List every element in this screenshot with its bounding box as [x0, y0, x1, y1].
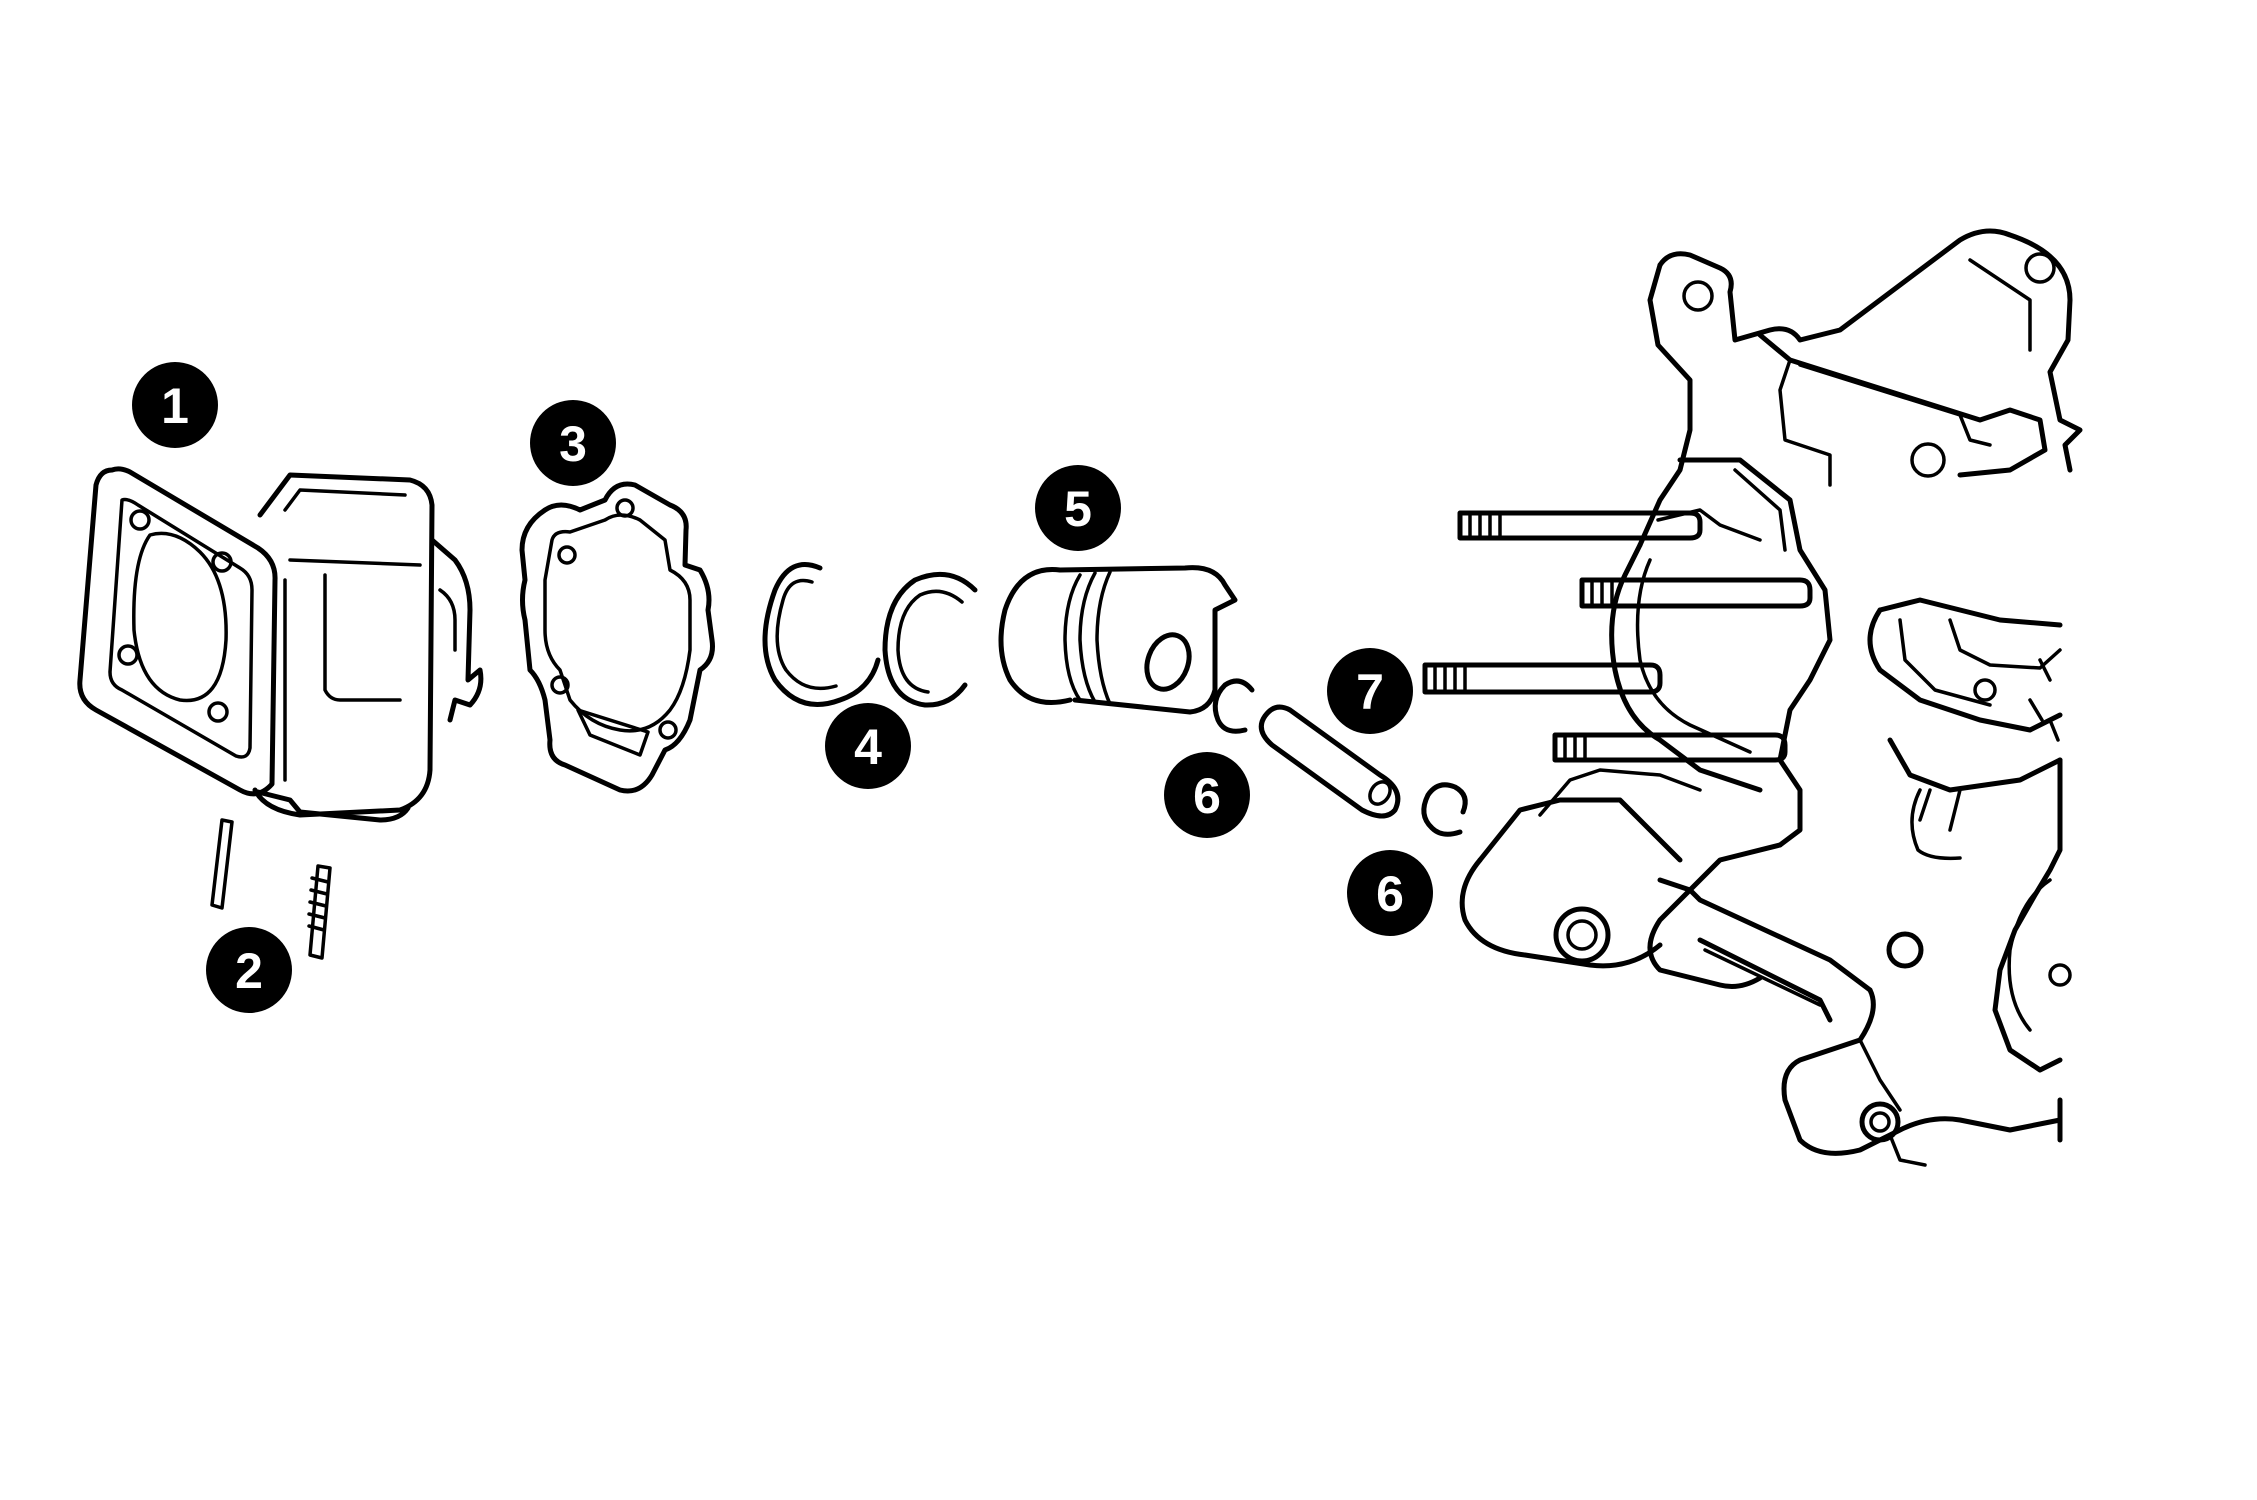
callout-4-label: 4	[854, 719, 882, 775]
piston	[998, 565, 1238, 715]
callout-1-label: 1	[161, 378, 189, 434]
callout-7: 7	[1327, 648, 1413, 734]
piston-rings	[762, 562, 978, 708]
callout-3-label: 3	[559, 416, 587, 472]
callout-6b: 6	[1347, 850, 1433, 936]
crankcase-studs	[1422, 510, 1813, 763]
circlip-right	[1421, 782, 1468, 837]
callout-5-label: 5	[1064, 481, 1092, 537]
callout-6a-label: 6	[1193, 768, 1221, 824]
circlip-left	[1212, 678, 1255, 734]
wrist-pin	[1258, 704, 1401, 819]
cylinder-base-gasket	[519, 481, 715, 794]
dowel-pins	[210, 818, 332, 960]
callout-1: 1	[132, 362, 218, 448]
cylinder-head	[77, 466, 484, 823]
callout-2: 2	[206, 927, 292, 1013]
callout-6a: 6	[1164, 752, 1250, 838]
crankcase	[1459, 228, 2083, 1167]
callout-2-label: 2	[235, 943, 263, 999]
callout-6b-label: 6	[1376, 866, 1404, 922]
callout-4: 4	[825, 703, 911, 789]
callout-7-label: 7	[1356, 664, 1384, 720]
callout-3: 3	[530, 400, 616, 486]
callout-5: 5	[1035, 465, 1121, 551]
